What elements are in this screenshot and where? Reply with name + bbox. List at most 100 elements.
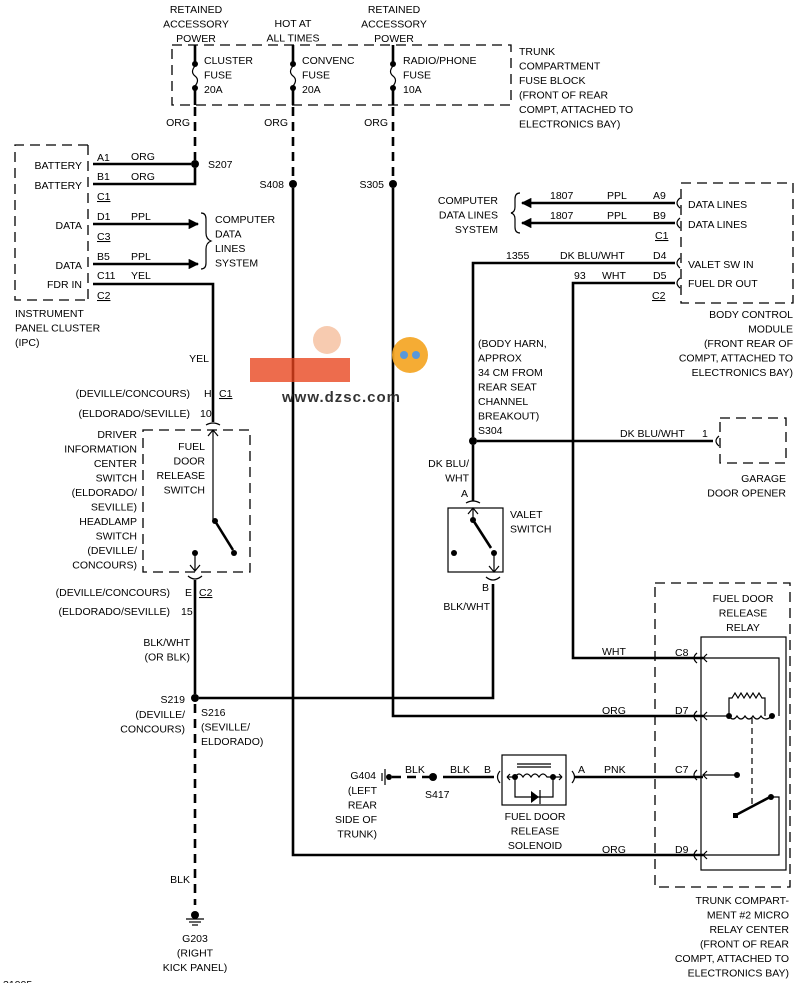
wire-color-org: ORG — [131, 151, 155, 163]
text-line: DOOR — [174, 456, 206, 468]
pin-c11: C11 — [97, 270, 116, 282]
text-line: CLUSTER — [204, 55, 253, 67]
text-line: COMPUTER — [438, 195, 499, 207]
wire-color-dk-blu-wht: DK BLU/WHT — [428, 458, 469, 485]
text-line: POWER — [374, 33, 414, 45]
pin-d7: D7 — [675, 705, 689, 717]
text-line: COMPUTER — [215, 214, 276, 226]
deville-concours-label: (DEVILLE/CONCOURS) — [56, 587, 170, 599]
text-line: HOT AT — [275, 18, 313, 30]
text-line: POWER — [176, 33, 216, 45]
text-line: RELEASE — [157, 470, 205, 482]
diode-icon — [531, 791, 539, 803]
wire-color-ppl: PPL — [131, 211, 151, 223]
splice-s408 — [289, 180, 297, 188]
text-line: FUEL DOOR — [505, 811, 566, 823]
text-line: VALET — [510, 509, 543, 521]
wire-d5-wht — [571, 281, 703, 660]
text-line: FUEL — [178, 441, 205, 453]
ground-icon — [186, 911, 204, 926]
text-line: APPROX — [478, 353, 522, 365]
wire-color-pnk: PNK — [604, 764, 626, 776]
text-line: MENT #2 MICRO — [707, 910, 789, 922]
bcm-valet-sw-in-label: VALET SW IN — [688, 259, 754, 271]
text-line: RELAY CENTER — [709, 924, 789, 936]
text-line: RELEASE — [511, 826, 559, 838]
text-line: (RIGHT — [177, 948, 214, 960]
text-line: (FRONT OF REAR — [700, 939, 789, 951]
text-line: SYSTEM — [215, 258, 258, 270]
eldorado-seville-label: (ELDORADO/SEVILLE) — [59, 606, 170, 618]
valet-switch — [447, 507, 504, 573]
brace-icon — [510, 192, 521, 234]
splice-s305 — [389, 180, 397, 188]
wire-color-dk-blu-wht: DK BLU/WHT — [620, 428, 685, 440]
pin-d5: D5 — [653, 270, 667, 282]
wire-color-yel: YEL — [131, 270, 151, 282]
text-line: CENTER — [94, 458, 138, 470]
connector-c3: C3 — [97, 231, 111, 243]
splice-s304-label: S304 — [478, 425, 503, 437]
text-line: INSTRUMENT — [15, 308, 84, 320]
pin-15: 15 — [181, 606, 193, 618]
text-line: (DEVILLE/ — [135, 709, 185, 721]
text-line: RELEASE — [719, 608, 767, 620]
text-line: FUSE — [403, 70, 431, 82]
text-line: DRIVER — [97, 429, 137, 441]
text-line: COMPT, ATTACHED TO — [675, 953, 789, 965]
text-line: DK BLU/ — [428, 458, 469, 470]
fuel-door-release-solenoid — [501, 754, 567, 806]
text-line: MODULE — [748, 324, 793, 336]
micro-relay-center — [654, 582, 791, 888]
fuel-door-release-relay — [700, 636, 787, 871]
text-line: WHT — [445, 473, 469, 485]
text-line: RETAINED — [170, 4, 223, 16]
wire-color-ppl: PPL — [131, 251, 151, 263]
text-line: DATA LINES — [439, 210, 498, 222]
pin-b1: B1 — [97, 171, 110, 183]
wire-color-dk-blu-wht: DK BLU/WHT — [560, 250, 625, 262]
text-line: GARAGE — [741, 473, 786, 485]
pin-b5: B5 — [97, 251, 110, 263]
wire-color-org: ORG — [264, 117, 288, 129]
body-control-module: DATA LINES DATA LINES VALET SW IN FUEL D… — [680, 182, 794, 304]
text-line: 10A — [403, 84, 422, 96]
text-line: ELDORADO) — [201, 736, 263, 748]
wire-color-blk-wht: BLK/WHT — [443, 601, 490, 613]
text-line: S216 — [201, 707, 226, 719]
splice-s408-label: S408 — [259, 179, 284, 191]
text-line: BODY CONTROL — [709, 309, 793, 321]
wire-color-org: ORG — [166, 117, 190, 129]
connector-c2: C2 — [199, 587, 213, 599]
radio-fuse-label: RADIO/PHONE FUSE 10A — [403, 55, 477, 96]
text-line: (OR BLK) — [144, 652, 190, 664]
pin-b9: B9 — [653, 210, 666, 222]
text-line: ACCESSORY — [163, 19, 229, 31]
text-line: G203 — [182, 933, 208, 945]
pin-b: B — [482, 582, 489, 594]
text-line: 20A — [302, 84, 321, 96]
bcm-data-lines-label: DATA LINES — [688, 219, 747, 231]
text-line: RADIO/PHONE — [403, 55, 477, 67]
pin-a: A — [461, 488, 468, 500]
text-line: RETAINED — [368, 4, 421, 16]
garage-door-opener — [719, 417, 787, 464]
connector-c2: C2 — [652, 290, 666, 302]
text-line: BLK/WHT — [143, 637, 190, 649]
pin-d4: D4 — [653, 250, 667, 262]
text-line: COMPARTMENT — [519, 61, 601, 73]
wire-color-wht: WHT — [602, 646, 626, 658]
text-line: CONCOURS) — [72, 560, 137, 572]
